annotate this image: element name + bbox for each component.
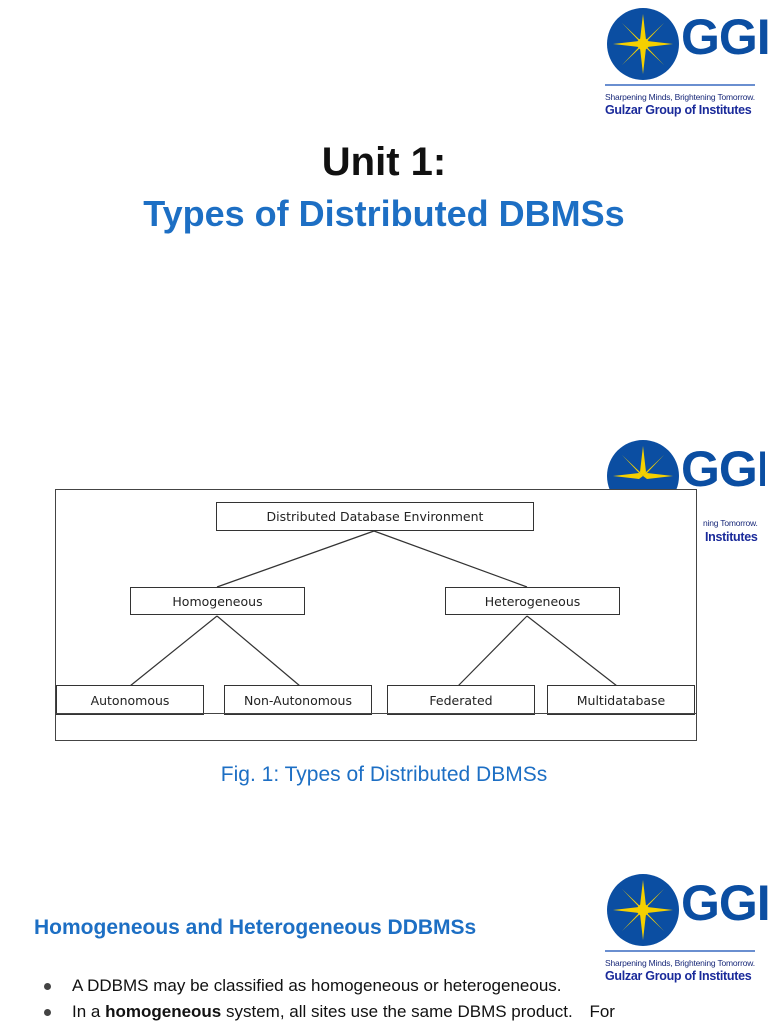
bullet-dot-icon xyxy=(44,1009,51,1016)
bullet-list: A DDBMS may be classified as homogeneous… xyxy=(40,973,740,1025)
bullet-text-bold: homogeneous xyxy=(105,1002,222,1021)
bullet-item: A DDBMS may be classified as homogeneous… xyxy=(40,973,740,999)
logo-divider xyxy=(605,84,755,86)
ddbms-types-diagram: Distributed Database Environment Homogen… xyxy=(55,489,697,741)
figure-caption: Fig. 1: Types of Distributed DBMSs xyxy=(220,763,548,786)
node-non-autonomous: Non-Autonomous xyxy=(224,685,372,715)
bullet-text: A DDBMS may be classified as homogeneous… xyxy=(72,976,562,995)
logo-institute-name: Institutes xyxy=(705,530,758,544)
section-heading: Homogeneous and Heterogeneous DDBMSs xyxy=(34,916,477,939)
bullet-text-post: system, all sites use the same DBMS prod… xyxy=(221,1002,573,1021)
node-root: Distributed Database Environment xyxy=(216,502,534,531)
node-autonomous: Autonomous xyxy=(56,685,204,715)
logo-divider xyxy=(605,950,755,952)
node-multidatabase: Multidatabase xyxy=(547,685,695,715)
diagram-divider xyxy=(56,713,696,714)
logo-wordmark: GGI xyxy=(681,875,768,931)
slide-title-topic: Types of Distributed DBMSs xyxy=(143,193,625,234)
ggi-logo: GGI Sharpening Minds, Brightening Tomorr… xyxy=(605,6,768,118)
logo-institute-name: Gulzar Group of Institutes xyxy=(605,969,752,983)
ggi-logo: GGI Sharpening Minds, Brightening Tomorr… xyxy=(605,872,768,984)
node-heterogeneous: Heterogeneous xyxy=(445,587,620,615)
sunburst-logo-icon xyxy=(607,8,679,80)
sunburst-logo-icon xyxy=(607,874,679,946)
logo-wordmark: GGI xyxy=(681,441,765,497)
logo-tagline: Sharpening Minds, Brightening Tomorrow. xyxy=(605,958,755,968)
slide-title-unit: Unit 1: xyxy=(321,140,447,184)
bullet-item: In a homogeneous system, all sites use t… xyxy=(40,999,740,1025)
bullet-dot-icon xyxy=(44,983,51,990)
node-federated: Federated xyxy=(387,685,535,715)
logo-tagline: Sharpening Minds, Brightening Tomorrow. xyxy=(605,92,755,102)
diagram-connectors xyxy=(129,530,618,687)
logo-institute-name: Gulzar Group of Institutes xyxy=(605,103,752,117)
node-homogeneous: Homogeneous xyxy=(130,587,305,615)
bullet-text-tail: For xyxy=(589,1002,615,1021)
logo-tagline: ning Tomorrow. xyxy=(703,518,758,528)
logo-wordmark: GGI xyxy=(681,9,768,65)
bullet-text-pre: In a xyxy=(72,1002,106,1021)
